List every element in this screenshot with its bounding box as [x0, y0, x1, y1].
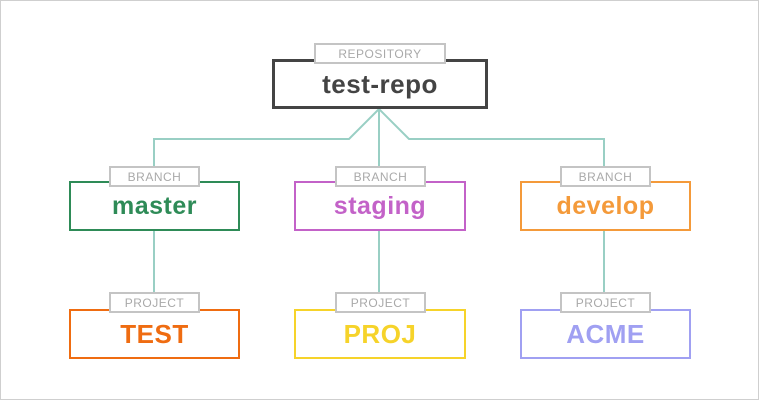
branch-tag-master: BRANCH: [109, 166, 200, 187]
project-node-proj: PROJ: [294, 309, 466, 359]
repository-tag: REPOSITORY: [314, 43, 446, 64]
project-tag-proj: PROJECT: [335, 292, 426, 313]
branch-node-staging: staging: [294, 181, 466, 231]
project-node-acme: ACME: [520, 309, 691, 359]
project-node-test: TEST: [69, 309, 240, 359]
project-tag-acme: PROJECT: [560, 292, 651, 313]
project-name-acme: ACME: [566, 318, 645, 349]
project-name-test: TEST: [120, 318, 189, 349]
repository-node: test-repo: [272, 59, 488, 109]
branch-tag-develop: BRANCH: [560, 166, 651, 187]
branch-node-master: master: [69, 181, 240, 231]
repository-name: test-repo: [322, 68, 438, 99]
connector-repo-master: [153, 108, 380, 167]
branch-name-develop: develop: [556, 191, 655, 220]
branch-name-master: master: [112, 191, 197, 220]
branch-name-staging: staging: [333, 191, 427, 220]
branch-node-develop: develop: [520, 181, 691, 231]
project-tag-test: PROJECT: [109, 292, 200, 313]
connector-repo-develop: [378, 108, 605, 167]
project-name-proj: PROJ: [343, 318, 417, 349]
branch-tag-staging: BRANCH: [335, 166, 426, 187]
